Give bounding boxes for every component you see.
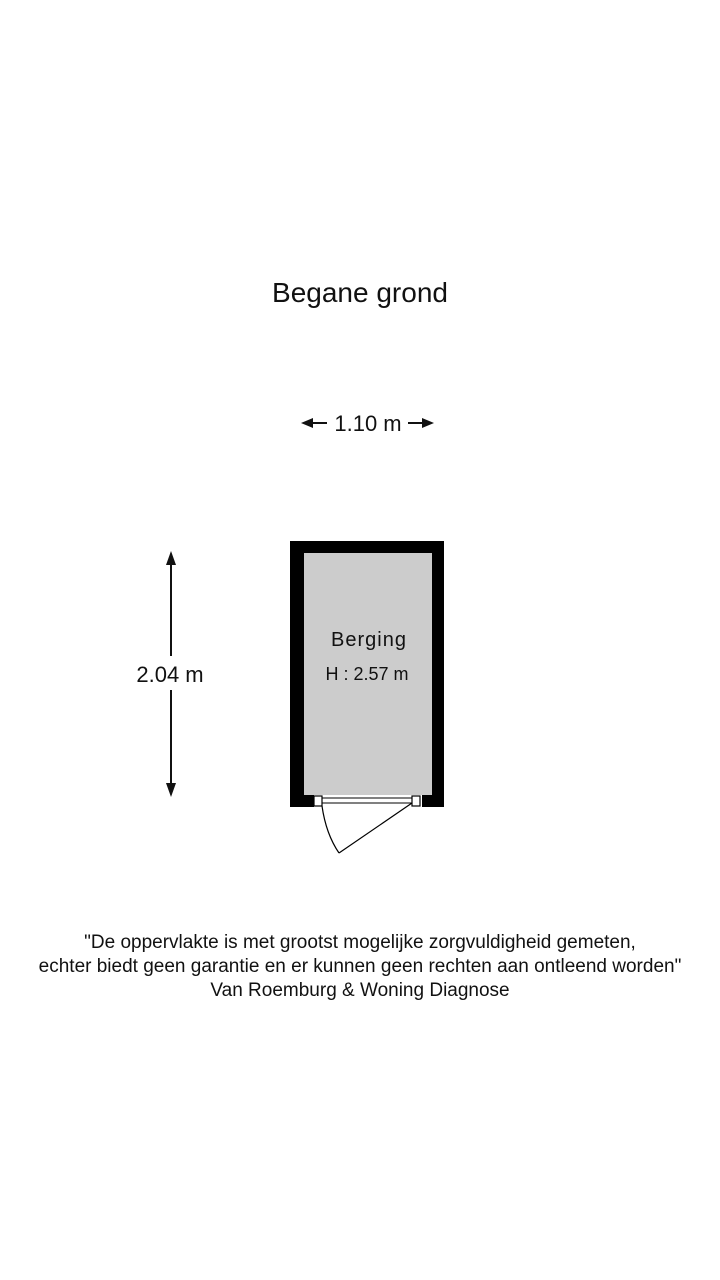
door-jamb-right	[411, 795, 421, 807]
depth-dimension: 2.04 m	[136, 551, 204, 797]
disclaimer-line-2: echter biedt geen garantie en er kunnen …	[38, 956, 682, 977]
room-height: H : 2.57 m	[325, 664, 408, 684]
width-dimension: 1.10 m	[301, 411, 434, 436]
door-jamb-left	[313, 795, 323, 807]
depth-arrowhead-bottom	[166, 783, 176, 797]
disclaimer: "De oppervlakte is met grootst mogelijke…	[0, 931, 720, 1003]
room-name: Berging	[331, 629, 407, 651]
width-label: 1.10 m	[334, 411, 401, 436]
depth-label: 2.04 m	[136, 662, 203, 687]
disclaimer-company: Van Roemburg & Woning Diagnose	[210, 980, 510, 1001]
door-swing-arc	[321, 805, 340, 854]
disclaimer-line-1: "De oppervlakte is met grootst mogelijke…	[84, 932, 636, 953]
depth-arrowhead-top	[166, 551, 176, 565]
room-floor	[304, 553, 432, 795]
door-opening	[314, 795, 422, 807]
room-berging: Berging H : 2.57 m	[290, 541, 444, 854]
width-arrowhead-right	[422, 418, 434, 428]
width-arrowhead-left	[301, 418, 313, 428]
floor-title: Begane grond	[272, 277, 448, 308]
door-leaf	[338, 802, 413, 854]
